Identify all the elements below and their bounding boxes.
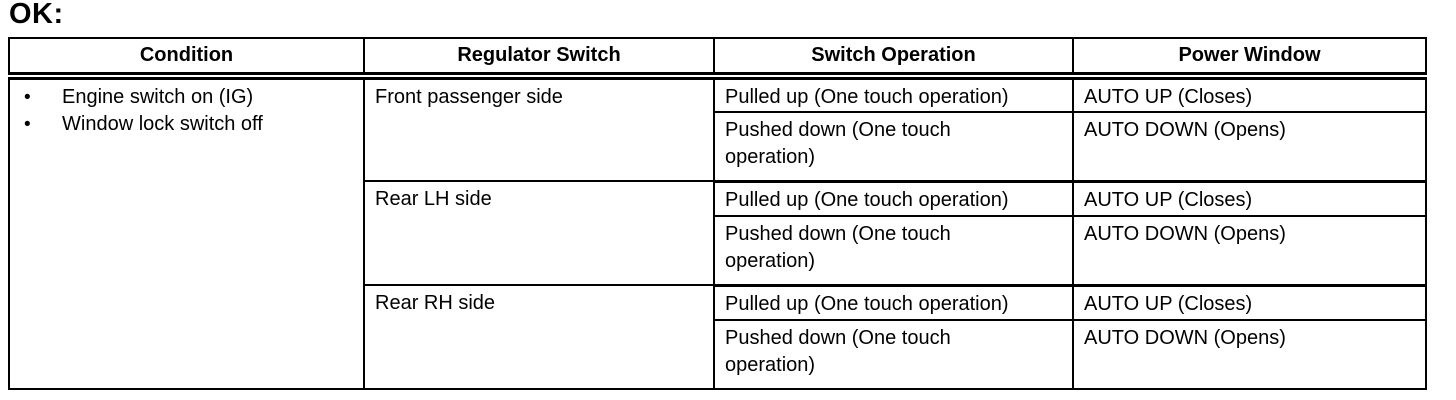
- power-window-cell: AUTO DOWN (Opens): [1072, 215, 1427, 287]
- table-row: Pushed down (One touch operation) AUTO D…: [9, 215, 1427, 287]
- ok-status-label: OK:: [9, 0, 64, 30]
- power-window-cell: AUTO UP (Closes): [1072, 180, 1427, 217]
- switch-operation-cell: Pulled up (One touch operation): [713, 75, 1074, 113]
- bullet-icon: •: [24, 87, 31, 108]
- switch-operation-cell: Pushed down (One touch operation): [713, 319, 1074, 390]
- switch-operation-cell: Pushed down (One touch operation): [713, 111, 1074, 183]
- regulator-switch-cell: Front passenger side: [363, 75, 715, 182]
- table-row: Pushed down (One touch operation) AUTO D…: [9, 319, 1427, 390]
- table-row: Rear LH side Pulled up (One touch operat…: [9, 180, 1427, 286]
- condition-item: • Window lock switch off: [11, 111, 362, 138]
- condition-text: Window lock switch off: [62, 113, 263, 135]
- header-power-window: Power Window: [1072, 37, 1427, 80]
- table-row: Pushed down (One touch operation) AUTO D…: [9, 111, 1427, 183]
- bullet-icon: •: [24, 114, 31, 135]
- power-window-cell: AUTO UP (Closes): [1072, 284, 1427, 321]
- power-window-operation-table: Condition Regulator Switch Switch Operat…: [8, 37, 1427, 390]
- condition-cell: • Engine switch on (IG) • Window lock sw…: [8, 75, 365, 390]
- header-regulator-switch: Regulator Switch: [363, 37, 715, 80]
- switch-operation-cell: Pushed down (One touch operation): [713, 215, 1074, 287]
- header-row: Condition Regulator Switch Switch Operat…: [8, 37, 1427, 80]
- power-window-cell: AUTO DOWN (Opens): [1072, 319, 1427, 390]
- switch-operation-cell: Pulled up (One touch operation): [713, 180, 1074, 217]
- table-row: Rear RH side Pulled up (One touch operat…: [9, 284, 1427, 390]
- power-window-cell: AUTO UP (Closes): [1072, 75, 1427, 113]
- regulator-switch-cell: Rear LH side: [363, 180, 715, 286]
- header-condition: Condition: [8, 37, 365, 80]
- table-row: • Engine switch on (IG) • Window lock sw…: [8, 75, 1427, 390]
- condition-text: Engine switch on (IG): [62, 86, 254, 108]
- condition-item: • Engine switch on (IG): [11, 84, 362, 111]
- header-switch-operation: Switch Operation: [713, 37, 1074, 80]
- power-window-cell: AUTO DOWN (Opens): [1072, 111, 1427, 183]
- regulator-switch-cell: Rear RH side: [363, 284, 715, 390]
- switch-operation-cell: Pulled up (One touch operation): [713, 284, 1074, 321]
